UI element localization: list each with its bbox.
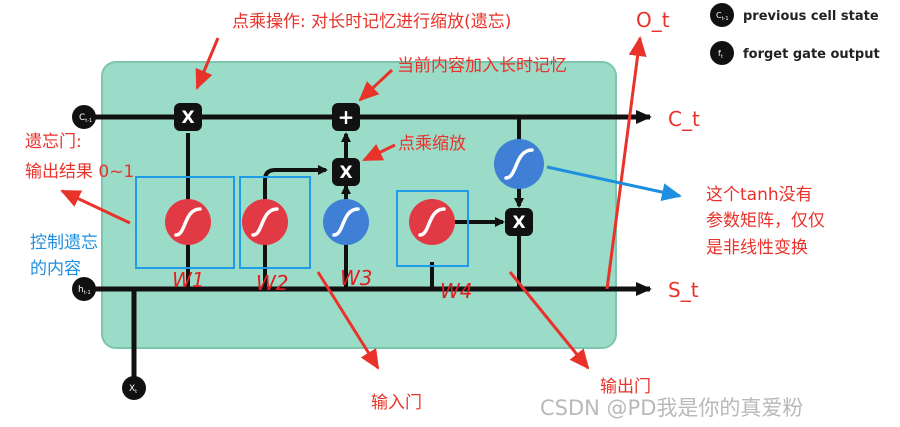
forget-gate-box [135,176,235,269]
h-prev-node: ht-1 [72,277,96,301]
arrow-scale [362,143,396,162]
arrow-add [358,68,394,102]
svg-text:X: X [512,213,525,233]
candidate-tanh-node [323,199,369,245]
add-op: + [332,103,360,131]
output-gate-box [396,190,469,267]
weight-w1: W1 [172,268,205,292]
input-sigmoid-branch [263,165,328,289]
arrow-input-gate [316,271,380,370]
arrow-forget-gate [60,189,131,225]
annotation-forget-gate-1: 遗忘门: [25,132,82,152]
forget-sigmoid-node [165,199,211,245]
output-s-t: S_t [668,278,699,302]
svg-text:X: X [181,108,194,128]
output-sigmoid-node [409,199,455,245]
input-multiply-op: X [332,158,360,186]
output-tanh-node [494,139,544,189]
weight-w2: W2 [256,271,289,295]
svg-text:Ct-1: Ct-1 [79,113,92,124]
weight-w4: W4 [440,279,473,303]
arrow-pointwise-mul [195,37,220,90]
arrow-output-gate [508,271,590,370]
annotation-input-gate: 输入门 [371,393,422,413]
annotation-add-long-term: 当前内容加入长时记忆 [397,56,567,76]
svg-text:Xt: Xt [129,384,137,395]
input-gate-box [239,176,311,269]
legend-forget-gate-output: ft forget gate output [710,41,880,65]
svg-text:ht-1: ht-1 [78,285,91,296]
annotation-tanh-1: 这个tanh没有 [706,185,813,205]
annotation-forget-gate-2: 输出结果 0~1 [25,162,134,182]
annotation-pointwise-mul: 点乘操作: 对长时记忆进行缩放(遗忘) [232,12,511,32]
c-prev-node: Ct-1 [72,105,96,129]
output-o-t: O_t [636,8,670,32]
svg-text:+: + [338,105,355,129]
arrow-o-t [605,36,647,290]
svg-text:Ct-1: Ct-1 [716,11,729,22]
output-multiply-op: X [505,208,533,236]
x-t-node: Xt [122,376,146,400]
annotation-pointwise-scale: 点乘缩放 [398,134,466,154]
annotation-output-gate: 输出门 [600,377,651,397]
annotation-tanh-3: 是非线性变换 [706,238,808,258]
annotation-control-forget-2: 的内容 [30,259,81,279]
annotation-tanh-2: 参数矩阵，仅仅 [706,211,825,231]
legend-previous-cell-state: Ct-1 previous cell state [710,3,879,27]
svg-text:ft: ft [718,49,723,60]
svg-text:X: X [339,163,352,183]
weight-w3: W3 [340,266,373,290]
arrow-tanh [546,165,682,201]
input-sigmoid-node [242,199,288,245]
svg-text:previous cell state: previous cell state [743,9,879,24]
forget-multiply-op: X [174,103,202,131]
watermark: CSDN @PD我是你的真爱粉 [540,396,803,420]
output-c-t: C_t [668,107,700,131]
svg-text:forget gate output: forget gate output [743,47,880,62]
annotation-control-forget-1: 控制遗忘 [30,233,98,253]
